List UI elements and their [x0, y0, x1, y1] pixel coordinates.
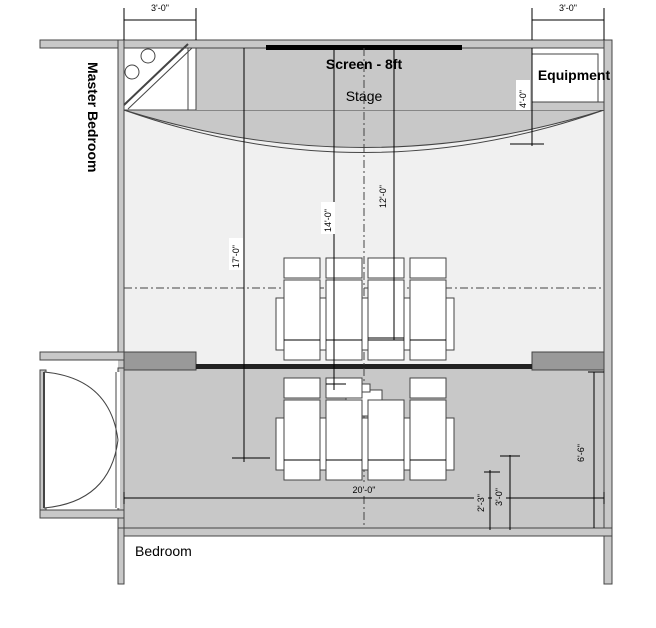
seat-row-front [275, 257, 455, 361]
screen-bar [266, 45, 462, 50]
dim-screen-row2: 14'-0" [323, 209, 333, 232]
dim-room-length: 17'-0" [231, 245, 241, 268]
double-door [43, 371, 120, 509]
equipment-label: Equipment [538, 67, 611, 83]
stage-label: Stage [346, 88, 383, 104]
bedroom-label: Bedroom [135, 543, 192, 559]
dimension-lines [123, 8, 605, 530]
dim-screen-row1: 12'-0" [378, 185, 388, 208]
fixture-circle [124, 64, 140, 80]
screen-label: Screen - 8ft [326, 56, 403, 72]
left-wall-upper [117, 39, 125, 359]
dim-riser-a: 2'-3" [476, 494, 486, 512]
dim-room-width: 20'-0" [353, 485, 376, 495]
dim-equipment-depth: 4'-0" [518, 90, 528, 108]
dim-closet-left: 3'-0" [151, 3, 169, 13]
dim-closet-right: 3'-0" [559, 3, 577, 13]
master-bedroom-label: Master Bedroom [85, 62, 101, 172]
dim-lower-area: 6'-6" [576, 444, 586, 462]
bottom-wall [117, 527, 613, 537]
seat-row-back [275, 377, 455, 481]
dim-riser-b: 3'-0" [494, 488, 504, 506]
riser-edge [196, 364, 532, 369]
fixture-circle [140, 48, 156, 64]
riser-right-block [531, 351, 605, 371]
right-wall [603, 39, 613, 529]
riser-left-block [123, 351, 197, 371]
